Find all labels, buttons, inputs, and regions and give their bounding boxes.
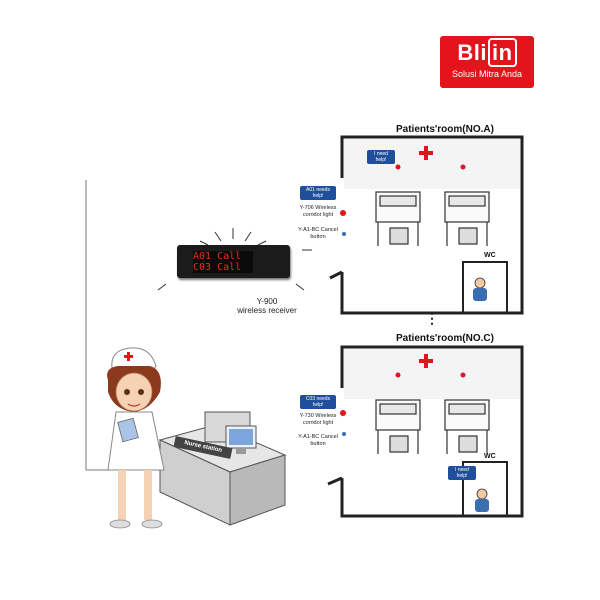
room-c-walls	[327, 345, 524, 518]
wireless-receiver-display: A01 Call C03 Call	[177, 245, 290, 278]
computer-monitor-icon	[225, 425, 257, 454]
cancel-button-icon	[342, 232, 346, 436]
bedside-call-light-icon	[340, 164, 466, 416]
receiver-label: Y-900 wireless receiver	[222, 297, 312, 315]
receiver-description: wireless receiver	[237, 306, 297, 315]
room-a-back-wall	[344, 139, 520, 189]
brand-name-part: Bli	[457, 40, 488, 65]
nurse-station-desk	[158, 411, 287, 526]
nurse-figure	[107, 347, 165, 529]
room-a-title: Patients'room(NO.A)	[396, 124, 494, 135]
room-a-patient-bubble: I need help!	[367, 150, 395, 164]
bed-icon	[375, 191, 490, 246]
room-a-walls	[329, 135, 524, 315]
room-c-cancel-button-label: Y-A1-BC Cancel button	[298, 434, 338, 447]
receiver-screen: A01 Call C03 Call	[193, 251, 253, 273]
brand-name-boxed-part: in	[488, 38, 517, 67]
cross-icon	[419, 146, 433, 368]
brand-tagline: Solusi Mitra Anda	[451, 69, 523, 79]
receiver-line-1: A01 Call	[193, 251, 242, 262]
room-a-corridor-light-label: Y-706 Wireless corridor light	[299, 205, 337, 218]
room-c-wc-label: WC	[484, 453, 496, 460]
room-c-corridor-bubble: C03 needs help!	[300, 395, 336, 409]
room-c-patient-bubble: I need help!	[448, 466, 476, 480]
room-a-wc-label: WC	[484, 252, 496, 259]
room-a-corridor-bubble: A01 needs help!	[300, 186, 336, 200]
patient-icon	[473, 277, 489, 512]
room-c-corridor-light-label: Y-730 Wireless corridor light	[299, 413, 337, 426]
signal-rays-icon	[157, 228, 312, 291]
receiver-model: Y-900	[256, 297, 278, 306]
room-a-cancel-button-label: Y-A1-BC Cancel button	[298, 227, 338, 240]
room-c-back-wall	[344, 349, 520, 399]
room-c-title: Patients'room(NO.C)	[396, 333, 494, 344]
more-rooms-ellipsis: ⋮	[425, 310, 439, 326]
bed-icon	[375, 399, 490, 454]
receiver-line-2: C03 Call	[193, 262, 242, 273]
